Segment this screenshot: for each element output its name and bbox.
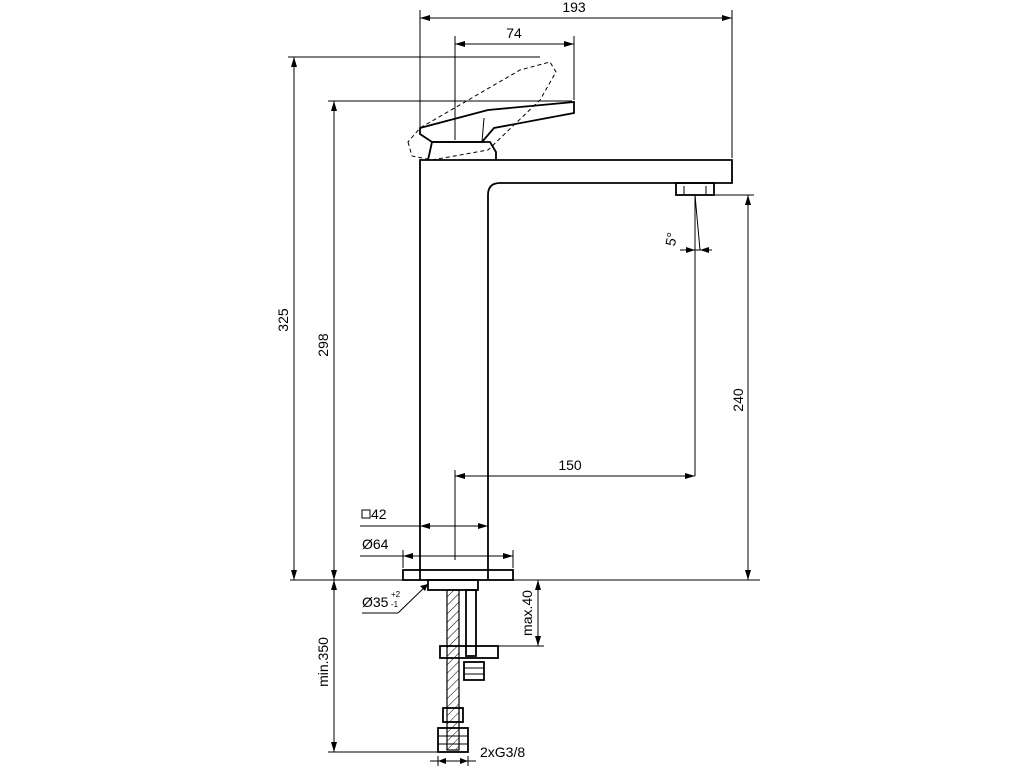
square-symbol-icon [361,509,371,519]
label-hole-tol-plus: +2 [391,590,401,599]
label-base-diameter: Ø64 [362,536,389,552]
label-spout-projection: 150 [558,457,582,473]
hose-connector [442,707,464,723]
dim-connection: 2xG3/8 [430,744,525,766]
dim-overall-height: 325 [275,56,540,580]
label-lever-reach: 74 [506,25,522,41]
dim-hole-diameter: Ø35 +2 -1 [362,583,429,614]
dim-max-thickness: max.40 [498,580,544,647]
faucet-body [402,61,733,591]
dim-spray-angle: 5° [662,194,712,476]
dim-min-hose-length: min.350 [315,580,440,753]
dim-base-diameter: Ø64 [360,536,514,568]
fixing-plate [439,645,499,659]
label-spray-angle: 5° [662,231,680,247]
label-lever-height: 298 [315,333,331,357]
dim-spout-height: 240 [714,194,754,580]
aerator [675,182,715,196]
threaded-rod [465,589,477,657]
label-hole-diameter: Ø35 [362,594,389,610]
lever-handle [419,101,575,143]
braided-hose [446,589,460,751]
dim-spout-projection: 150 [454,457,695,560]
label-spout-height: 240 [730,388,746,412]
fixing-nut [463,661,485,681]
label-overall-height: 325 [275,308,291,332]
label-overall-width: 193 [562,0,586,15]
label-hole-tol-minus: -1 [391,600,399,609]
lever-open-position [407,61,557,161]
dim-overall-width: 193 [419,0,733,158]
dim-lever-reach: 74 [454,25,575,140]
dim-body-square: 42 [360,506,488,529]
label-connection: 2xG3/8 [480,744,525,760]
label-body-square: 42 [371,506,387,522]
label-min-hose-length: min.350 [315,637,331,687]
under-counter-assembly [437,589,499,753]
dim-lever-height: 298 [315,100,572,580]
label-max-thickness: max.40 [519,590,535,636]
